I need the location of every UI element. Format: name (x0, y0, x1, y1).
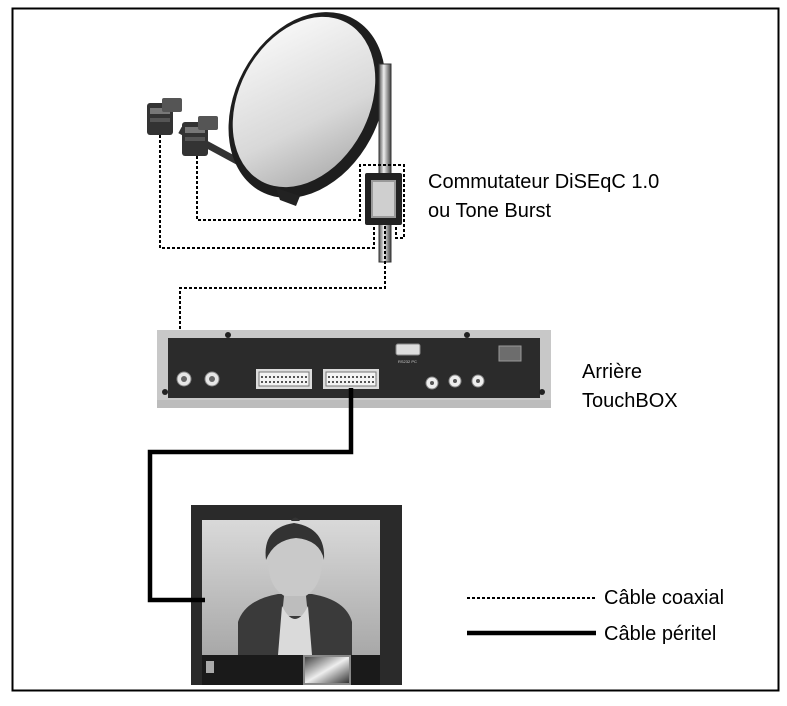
satellite-dish (178, 12, 386, 206)
receiver-label-line2: TouchBOX (582, 390, 678, 412)
diseqc-switch (365, 173, 402, 225)
coax-cables (159, 135, 405, 372)
antenna-input-connectors (176, 371, 220, 387)
outer-frame (11, 7, 780, 692)
serial-port-label: RS232 PC (398, 359, 417, 364)
switch-label-line1: Commutateur DiSEqC 1.0 (428, 171, 660, 193)
lnb-right (182, 116, 218, 156)
legend-scart-label: Câble péritel (604, 623, 717, 645)
serial-port: RS232 PC (395, 343, 421, 364)
rca-connectors (425, 374, 485, 390)
scart-socket-tv (323, 369, 379, 389)
power-socket (498, 345, 522, 362)
switch-label-line2: ou Tone Burst (428, 200, 552, 222)
scart-socket-vcr (256, 369, 312, 389)
legend-coax-label: Câble coaxial (604, 587, 725, 609)
scart-cable (147, 388, 354, 603)
woman-portrait-on-screen (238, 517, 352, 655)
lnb-left (147, 98, 182, 135)
receiver-label-line1: Arrière (582, 361, 643, 383)
receiver-rear-panel (157, 330, 551, 408)
